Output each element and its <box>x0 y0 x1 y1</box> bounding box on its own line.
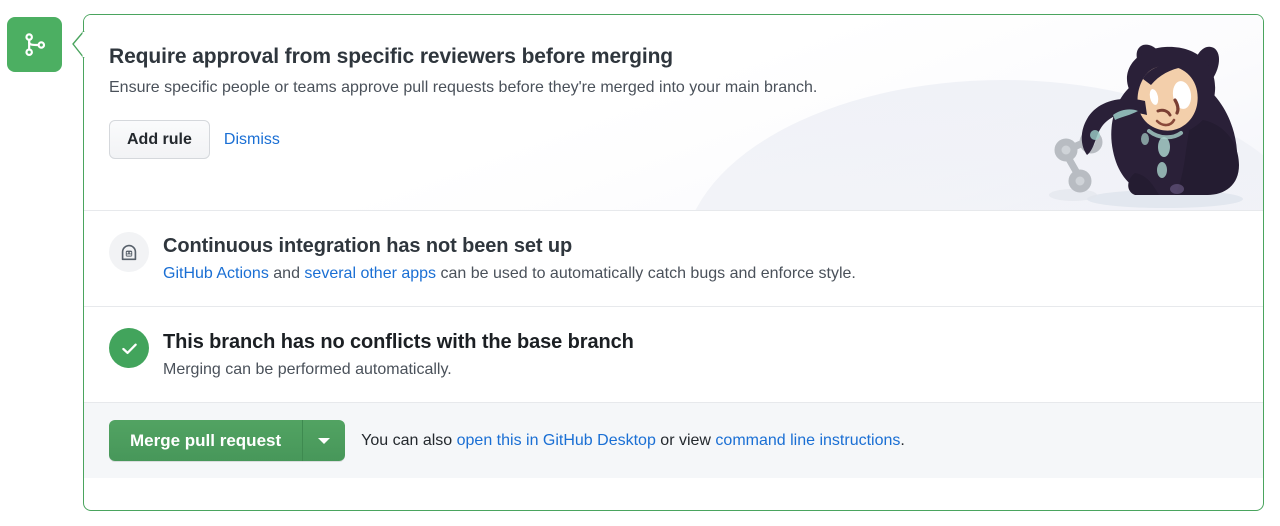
branch-protection-promo: Require approval from specific reviewers… <box>84 15 1263 211</box>
status-row-body: This branch has no conflicts with the ba… <box>163 328 634 381</box>
status-row-continuous-integration: Continuous integration has not been set … <box>84 211 1263 308</box>
merge-button-group: Merge pull request <box>109 420 346 462</box>
ci-row-subtitle: GitHub Actions and several other apps ca… <box>163 265 856 282</box>
git-merge-icon <box>21 31 49 59</box>
inline-link[interactable]: command line instructions <box>715 431 901 449</box>
status-row-merge-conflicts: This branch has no conflicts with the ba… <box>84 307 1263 404</box>
merge-footer: Merge pull request You can also open thi… <box>84 403 1263 479</box>
conflicts-row-title: This branch has no conflicts with the ba… <box>163 331 634 354</box>
bot-icon <box>109 232 149 272</box>
merge-options-dropdown-button[interactable] <box>302 420 346 462</box>
inline-link[interactable]: open this in GitHub Desktop <box>456 431 656 449</box>
chevron-down-icon <box>318 437 331 444</box>
octocat-illustration <box>1025 23 1255 210</box>
status-row-body: Continuous integration has not been set … <box>163 232 856 285</box>
conflicts-row-subtitle: Merging can be performed automatically. <box>163 361 452 379</box>
promo-title: Require approval from specific reviewers… <box>109 45 674 68</box>
merge-pull-request-button[interactable]: Merge pull request <box>109 420 303 462</box>
dismiss-link[interactable]: Dismiss <box>223 130 280 148</box>
merge-status-badge <box>7 17 62 72</box>
inline-link[interactable]: several other apps <box>304 265 437 282</box>
inline-link[interactable]: GitHub Actions <box>163 265 269 282</box>
promo-description: Ensure specific people or teams approve … <box>109 79 818 97</box>
merge-box: Require approval from specific reviewers… <box>83 14 1264 511</box>
merge-footer-note: You can also open this in GitHub Desktop… <box>361 431 905 449</box>
callout-arrow <box>71 30 86 59</box>
check-circle-icon <box>109 328 149 369</box>
ci-row-title: Continuous integration has not been set … <box>163 235 573 257</box>
promo-actions: Add rule Dismiss <box>109 120 1263 160</box>
add-rule-button[interactable]: Add rule <box>109 120 210 160</box>
